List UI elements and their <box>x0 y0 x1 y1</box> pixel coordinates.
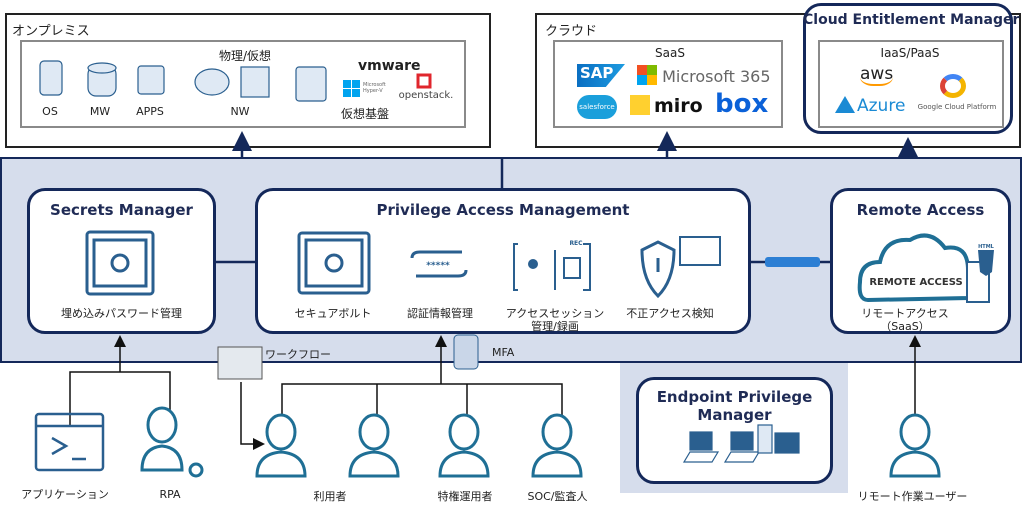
actor-user-label: 利用者 <box>313 490 347 503</box>
pam-panel <box>255 188 751 334</box>
epm-title-2: Manager <box>697 406 772 424</box>
miro-icon <box>630 95 650 115</box>
remote-access-label-2: （SaaS） <box>880 320 930 333</box>
remote-access-title: Remote Access <box>856 201 985 219</box>
router-icon <box>194 68 230 96</box>
secrets-manager-title: Secrets Manager <box>50 201 193 219</box>
saas-title: SaaS <box>655 46 685 60</box>
tunnel-pill <box>765 257 820 267</box>
azure-icon <box>835 96 855 113</box>
privileged-operator-icon <box>438 413 490 478</box>
cloud-title: クラウド <box>545 24 598 39</box>
actor-privileged-operator-label: 特権運用者 <box>437 490 493 503</box>
remote-access-cloud-icon <box>857 233 975 303</box>
remote-access-logo: REMOTE ACCESS <box>869 277 962 288</box>
mfa-device-icon <box>453 334 479 370</box>
openstack-logo: openstack. <box>398 90 454 101</box>
application-terminal-icon <box>34 412 105 472</box>
apps-label: APPS <box>136 105 164 118</box>
session-mgmt-label-2: 管理/録画 <box>531 320 579 333</box>
user-icon <box>348 413 400 478</box>
html5-label: HTML <box>978 244 995 250</box>
workflow-icon <box>217 346 263 380</box>
soc-auditor-icon <box>531 413 583 478</box>
box-logo: box <box>715 89 769 119</box>
user-icon <box>255 413 307 478</box>
gcp-icon <box>940 74 966 98</box>
html5-icon <box>978 250 994 276</box>
users-connector <box>281 383 563 425</box>
nw-label: NW <box>230 105 250 118</box>
desktop-icon <box>757 424 800 454</box>
intrusion-detect-label: 不正アクセス検知 <box>626 307 714 320</box>
workflow-arrow <box>240 382 265 450</box>
iaas-title: IaaS/PaaS <box>880 46 940 60</box>
remote-user-icon <box>889 413 941 478</box>
os-label: OS <box>42 105 58 118</box>
workflow-label: ワークフロー <box>265 348 331 361</box>
actor-rpa-label: RPA <box>159 488 181 501</box>
secure-vault-icon <box>297 231 371 295</box>
secrets-manager-panel <box>27 188 216 334</box>
credential-mgmt-label: 認証情報管理 <box>407 307 473 320</box>
microsoft-365-logo: Microsoft 365 <box>637 65 771 86</box>
secure-vault-label: セキュアボルト <box>294 307 372 320</box>
embedded-password-label: 埋め込みパスワード管理 <box>61 307 182 320</box>
vault-icon <box>85 230 155 296</box>
password-mask: ***** <box>426 261 450 271</box>
remote-access-label-1: リモートアクセス <box>861 307 949 320</box>
iaas-group <box>818 40 1004 128</box>
miro-logo: miro <box>630 95 703 117</box>
intrusion-shield-icon <box>640 236 721 299</box>
rec-label: REC <box>569 240 583 247</box>
mw-label: MW <box>89 105 111 118</box>
actor-application-label: アプリケーション <box>21 488 109 501</box>
firewall-icon <box>240 66 270 98</box>
actor-remote-user-label: リモート作業ユーザー <box>857 490 968 503</box>
cem-title: Cloud Entitlement Manager <box>803 12 1020 28</box>
laptop-icon <box>682 431 720 463</box>
hyperv-logo-text: Microsoft Hyper-V <box>363 82 386 94</box>
onprem-title: オンプレミス <box>12 24 90 39</box>
hyperv-windows-icon <box>343 80 360 97</box>
epm-title-1: Endpoint Privilege <box>656 388 813 406</box>
aws-logo: aws <box>860 64 894 86</box>
terminal-apps-icon <box>137 65 165 95</box>
vmware-logo: vmware <box>358 58 421 74</box>
virtual-server-icon <box>295 66 327 102</box>
onprem-group-title: 物理/仮想 <box>218 49 272 63</box>
session-mgmt-label-1: アクセスセッション <box>505 307 605 320</box>
mfa-label: MFA <box>492 346 515 359</box>
credential-exchange-icon <box>410 250 468 278</box>
server-os-icon <box>39 60 63 96</box>
gcp-logo: Google Cloud Platform <box>917 103 997 111</box>
rpa-robot-user-icon <box>140 406 204 478</box>
virtual-label: 仮想基盤 <box>340 107 389 121</box>
azure-logo: Azure <box>835 96 905 116</box>
salesforce-logo: salesforce <box>577 95 617 119</box>
microsoft-squares-icon <box>637 65 657 85</box>
database-mw-icon <box>87 62 117 97</box>
epm-panel <box>636 377 833 484</box>
actor-soc-auditor-label: SOC/監査人 <box>527 490 588 503</box>
laptop-icon <box>723 431 761 463</box>
pam-title: Privilege Access Management <box>376 201 630 219</box>
openstack-icon <box>416 73 432 89</box>
session-recording-icon <box>513 243 591 291</box>
